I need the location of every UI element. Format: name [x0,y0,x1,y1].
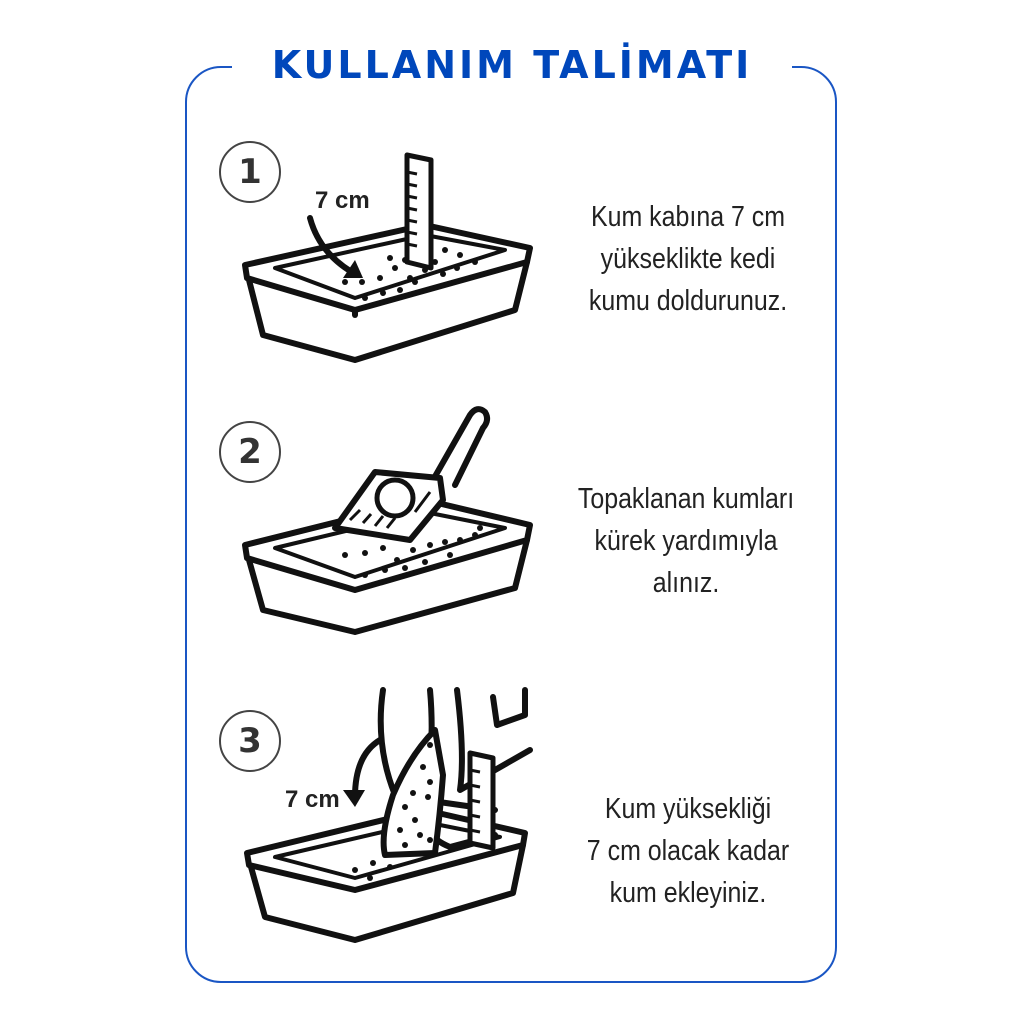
step-1-description: Kum kabına 7 cm yükseklikte kedi kumu do… [576,196,800,322]
step-1-line-2: yükseklikte kedi [600,243,776,275]
step-2-line-1: Topaklanan kumları [577,483,795,515]
step-2-line-3: alınız. [652,567,720,599]
litter-box-ruler-icon: 7 cm [242,152,533,363]
step-1-line-3: kumu doldurunuz. [588,285,788,317]
measure-label-1: 7 cm [315,187,370,214]
litter-scoop-icon [242,406,533,635]
step-3-number: 3 [219,710,281,772]
step-2-description: Topaklanan kumları kürek yardımıyla alın… [574,478,798,604]
step-3-line-2: 7 cm olacak kadar [586,835,790,867]
step-1-line-1: Kum kabına 7 cm [590,201,786,233]
step-2-number: 2 [219,421,281,483]
step-3-line-3: kum ekleyiniz. [609,877,767,909]
step-2-line-2: kürek yardımıyla [594,525,778,557]
step-1-number: 1 [219,141,281,203]
page-title: KULLANIM TALİMATI [271,43,753,87]
pouring-litter-icon: 7 cm [244,687,533,943]
title-mask [232,40,792,90]
step-3-line-1: Kum yüksekliği [604,793,772,825]
measure-label-3: 7 cm [285,786,340,813]
step-3-description: Kum yüksekliği 7 cm olacak kadar kum ekl… [576,788,800,914]
